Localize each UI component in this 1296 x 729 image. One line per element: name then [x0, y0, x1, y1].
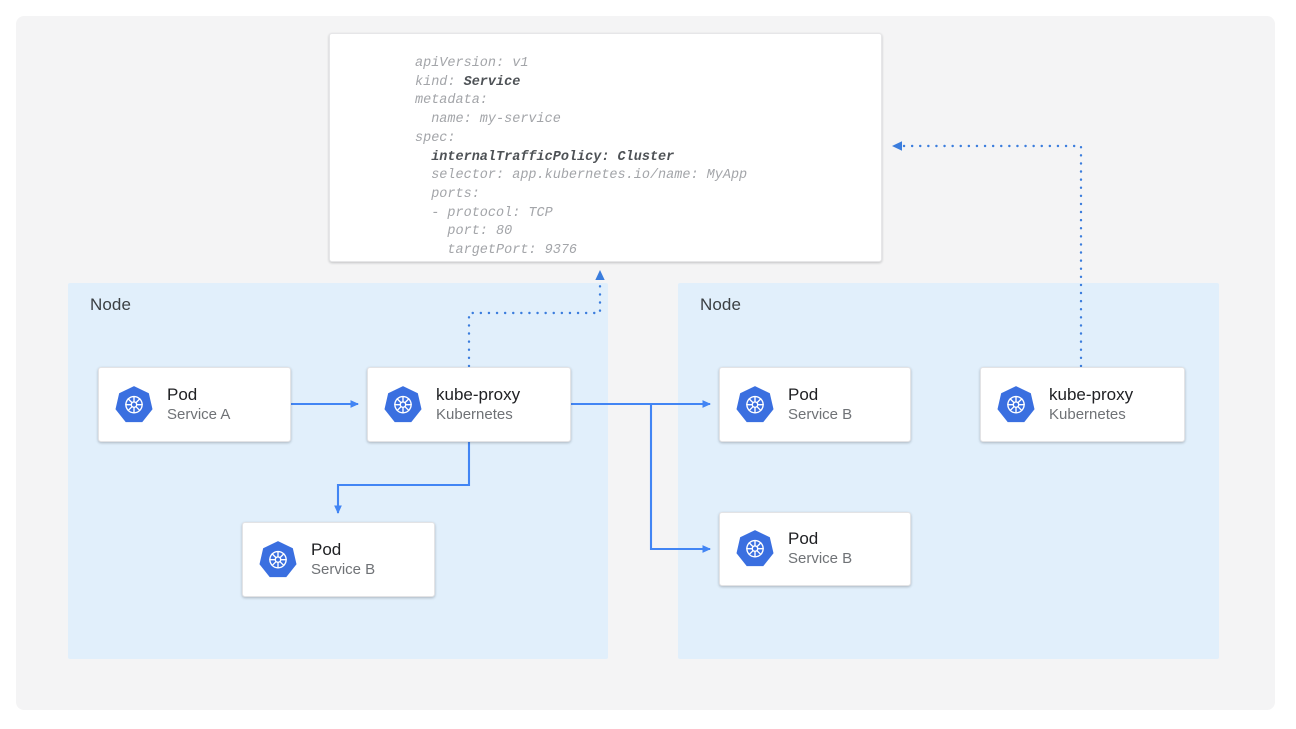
kubernetes-icon: [736, 530, 774, 567]
node-group-left: Node: [68, 283, 608, 659]
card-subtitle: Service B: [788, 550, 853, 568]
card-title: Pod: [788, 384, 819, 404]
card-pod-service-a[interactable]: Pod Service A: [98, 367, 291, 442]
card-kube-proxy-left[interactable]: kube-proxy Kubernetes: [367, 367, 571, 442]
card-pod-service-b-remote-bottom[interactable]: Pod Service B: [719, 512, 911, 586]
card-pod-service-b-remote-top[interactable]: Pod Service B: [719, 367, 911, 442]
service-manifest-code: apiVersion: v1 kind: Service metadata: n…: [415, 56, 748, 259]
card-title: Pod: [311, 539, 342, 559]
service-manifest-panel: apiVersion: v1 kind: Service metadata: n…: [329, 33, 882, 262]
kubernetes-icon: [259, 540, 297, 577]
card-kube-proxy-left-text: kube-proxy Kubernetes: [436, 385, 520, 424]
kubernetes-icon: [115, 385, 153, 422]
card-pod-service-b-local-text: Pod Service B: [311, 540, 375, 579]
card-title: kube-proxy: [1049, 384, 1134, 404]
card-title: kube-proxy: [436, 384, 521, 404]
card-subtitle: Kubernetes: [1049, 405, 1126, 423]
card-kube-proxy-right-text: kube-proxy Kubernetes: [1049, 385, 1133, 424]
card-subtitle: Service A: [167, 405, 231, 423]
kubernetes-icon: [736, 385, 774, 422]
card-pod-service-a-text: Pod Service A: [167, 385, 230, 424]
card-subtitle: Service B: [788, 405, 853, 423]
card-subtitle: Service B: [311, 560, 376, 578]
node-right-label: Node: [700, 295, 742, 314]
card-subtitle: Kubernetes: [436, 405, 513, 423]
kubernetes-icon: [997, 385, 1035, 422]
card-title: Pod: [788, 529, 819, 549]
card-pod-service-b-remote-top-text: Pod Service B: [788, 385, 852, 424]
kubernetes-icon: [384, 385, 422, 422]
card-pod-service-b-remote-bottom-text: Pod Service B: [788, 529, 852, 568]
node-left-label: Node: [90, 295, 132, 314]
card-pod-service-b-local[interactable]: Pod Service B: [242, 522, 435, 597]
node-group-right: Node: [678, 283, 1219, 659]
card-title: Pod: [167, 384, 198, 404]
card-kube-proxy-right[interactable]: kube-proxy Kubernetes: [980, 367, 1185, 442]
